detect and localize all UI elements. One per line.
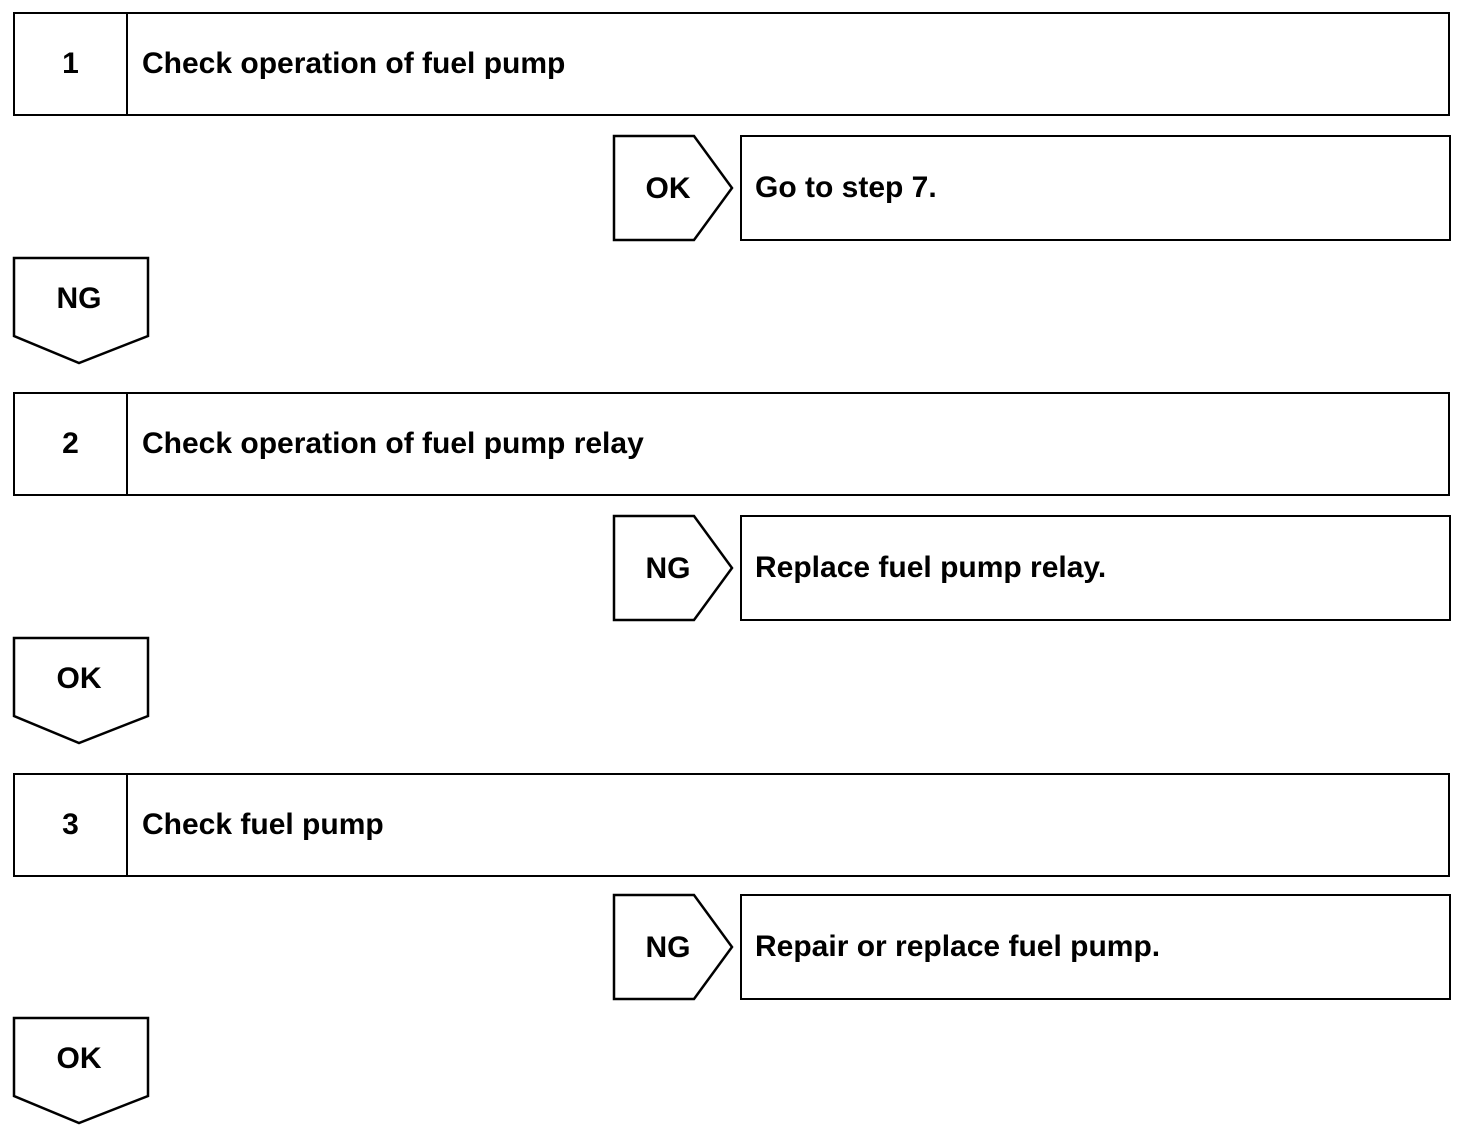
action-box-2: Replace fuel pump relay. [740, 515, 1451, 621]
side-arrow-label: OK [646, 172, 691, 205]
side-arrow-2: NG [612, 514, 734, 622]
down-arrow-label: NG [57, 282, 102, 315]
down-arrow-1: NG [12, 256, 150, 365]
step-title: Check fuel pump [142, 808, 384, 841]
step-box-3: 3 Check fuel pump [13, 773, 1450, 877]
action-box-1: Go to step 7. [740, 135, 1451, 241]
step-title: Check operation of fuel pump relay [142, 427, 644, 460]
side-arrow-label: NG [646, 552, 691, 585]
side-arrow-1: OK [612, 134, 734, 242]
down-arrow-label: OK [57, 662, 102, 695]
down-arrow-3: OK [12, 1016, 150, 1125]
step-box-1: 1 Check operation of fuel pump [13, 12, 1450, 116]
step-number: 3 [15, 775, 128, 875]
down-arrow-label: OK [57, 1042, 102, 1075]
action-box-3: Repair or replace fuel pump. [740, 894, 1451, 1000]
side-arrow-3: NG [612, 893, 734, 1001]
step-number: 2 [15, 394, 128, 494]
step-box-2: 2 Check operation of fuel pump relay [13, 392, 1450, 496]
side-arrow-label: NG [646, 931, 691, 964]
down-arrow-2: OK [12, 636, 150, 745]
step-number: 1 [15, 14, 128, 114]
step-title: Check operation of fuel pump [142, 47, 566, 80]
